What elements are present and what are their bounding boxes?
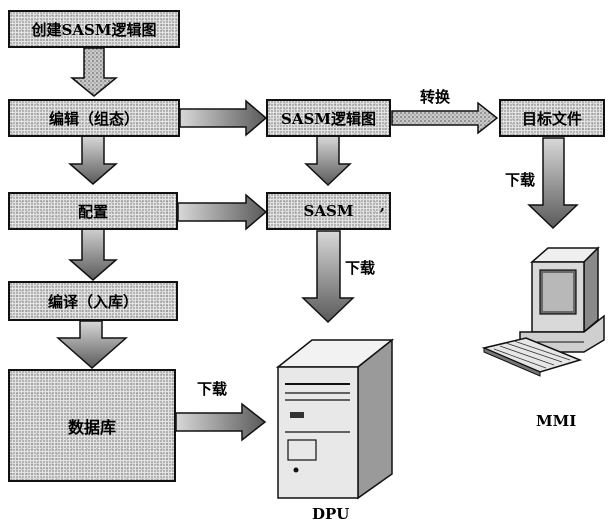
arrow-compile-to-database <box>58 321 126 368</box>
sasm-logic-box: SASM逻辑图 <box>266 99 391 137</box>
arrow-edit-to-config <box>70 136 116 184</box>
mmi-computer-icon <box>484 248 604 376</box>
arrow-database-to-dpu <box>176 404 265 440</box>
arrow-config-to-sasm <box>178 195 266 229</box>
database-box: 数据库 <box>8 369 176 482</box>
download-label-sasm: 下载 <box>345 257 375 278</box>
target-file-box: 目标文件 <box>499 99 605 137</box>
create-sasm-logic-box: 创建SASM逻辑图 <box>8 10 180 48</box>
sasm-mark: , <box>380 198 385 214</box>
download-label-db: 下载 <box>197 378 227 399</box>
arrow-edit-to-sasmlogic <box>180 101 266 135</box>
arrow-sasmlogic-to-sasm <box>306 136 350 185</box>
compile-box: 编译（入库） <box>8 281 178 321</box>
dpu-label: DPU <box>312 505 349 523</box>
config-box: 配置 <box>8 192 178 230</box>
arrow-target-to-mmi <box>529 138 577 228</box>
arrow-sasmlogic-to-target <box>392 103 497 133</box>
sasm-box: SASM <box>266 192 391 230</box>
arrow-config-to-compile <box>70 225 116 280</box>
dpu-server-icon <box>278 340 392 498</box>
arrow-create-to-edit <box>72 48 116 96</box>
download-label-mmi: 下载 <box>505 169 535 190</box>
mmi-label: MMI <box>536 412 576 430</box>
edit-config-box: 编辑（组态） <box>8 99 180 137</box>
convert-label: 转换 <box>420 86 450 107</box>
